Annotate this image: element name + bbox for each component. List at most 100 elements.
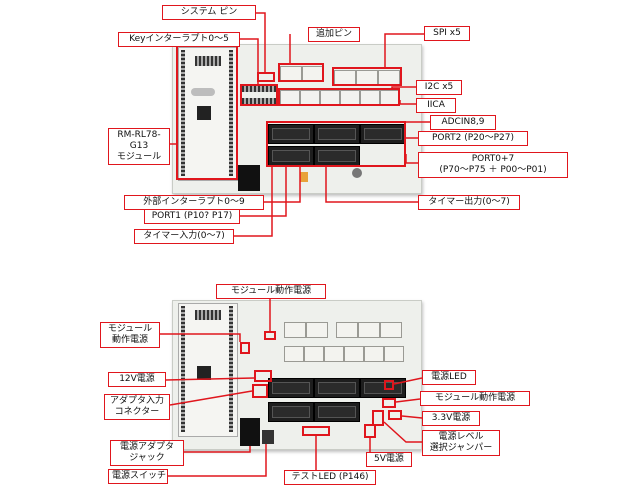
bottom-box-module-power-left bbox=[240, 342, 250, 354]
bottom-box-header-4 bbox=[268, 402, 314, 422]
line-port07 bbox=[405, 154, 418, 164]
label-module-power-left-line2: 動作電源 bbox=[111, 335, 148, 345]
top-module bbox=[178, 47, 238, 181]
label-level-jumper: 電源レベル 選択ジャンパー bbox=[422, 430, 500, 456]
label-spi: SPI x5 bbox=[424, 26, 470, 41]
line-spi bbox=[384, 33, 424, 67]
top-pins-row-2 bbox=[242, 98, 276, 104]
label-port07-line1: PORT0+7 bbox=[471, 154, 515, 164]
top-box-extra-pin bbox=[278, 63, 324, 82]
label-timer-out: タイマー出力(0～7) bbox=[418, 195, 520, 210]
bottom-switch bbox=[262, 430, 274, 444]
top-module-pins bbox=[181, 50, 185, 176]
label-power-led: 電源LED bbox=[422, 370, 476, 385]
bottom-box-5v bbox=[364, 424, 376, 438]
bottom-jst-6 bbox=[284, 346, 304, 362]
label-12v: 12V電源 bbox=[108, 372, 166, 387]
label-i2c: I2C x5 bbox=[416, 80, 462, 95]
top-box-header-1 bbox=[268, 124, 314, 144]
bottom-jst-4 bbox=[358, 322, 380, 338]
bottom-box-adapter-conn bbox=[252, 384, 268, 398]
bottom-box-header-2 bbox=[314, 378, 360, 398]
line-adapter-jack bbox=[184, 446, 251, 453]
label-power-switch: 電源スイッチ bbox=[108, 469, 168, 484]
label-adapter-conn: アダプタ入力 コネクター bbox=[104, 394, 170, 420]
line-level-jumper bbox=[383, 421, 422, 443]
label-system-pin: システム ピン bbox=[162, 5, 256, 20]
label-port1: PORT1 (P10? P17) bbox=[144, 209, 240, 224]
bottom-box-module-power-right bbox=[382, 398, 396, 408]
bottom-box-level-jumper bbox=[372, 410, 384, 426]
top-box-port bbox=[266, 121, 406, 167]
bottom-box-header-1 bbox=[268, 378, 314, 398]
bottom-box-12v bbox=[254, 370, 272, 382]
bottom-module-pins bbox=[181, 306, 185, 432]
line-ext-int bbox=[264, 167, 301, 203]
label-key-interrupt: Keyインターラプト0～5 bbox=[118, 32, 240, 47]
bottom-jst-11 bbox=[384, 346, 404, 362]
line-timer-in bbox=[234, 167, 273, 237]
top-box-header-5 bbox=[314, 146, 360, 166]
bottom-jst-7 bbox=[304, 346, 324, 362]
label-adcin: ADCIN8,9 bbox=[430, 115, 496, 130]
bottom-module-chip bbox=[197, 366, 211, 380]
line-3v3 bbox=[401, 415, 423, 419]
bottom-power-jack bbox=[240, 418, 260, 446]
top-box-header-2 bbox=[314, 124, 360, 144]
label-module-line1: RM-RL78-G13 bbox=[117, 130, 161, 151]
label-module: RM-RL78-G13 モジュール bbox=[108, 128, 170, 165]
bottom-box-test-led bbox=[302, 426, 330, 436]
line-system-pin bbox=[255, 12, 266, 72]
label-3v3: 3.3V電源 bbox=[422, 411, 480, 426]
top-module-pins-right bbox=[229, 50, 233, 176]
bottom-jst-10 bbox=[364, 346, 384, 362]
label-module-power-left-line1: モジュール bbox=[107, 324, 153, 334]
label-module-power-top: モジュール動作電源 bbox=[216, 284, 326, 299]
label-adapter-jack: 電源アダプタ ジャック bbox=[110, 440, 184, 466]
line-port1 bbox=[240, 167, 287, 217]
label-ext-interrupt: 外部インターラプト0～9 bbox=[124, 195, 264, 210]
label-level-jumper-line1: 電源レベル bbox=[438, 432, 484, 442]
label-module-line2: モジュール bbox=[116, 152, 162, 162]
line-module-power-left bbox=[160, 333, 241, 342]
line-iica bbox=[399, 100, 416, 105]
top-orange-part bbox=[300, 172, 308, 182]
line-i2c bbox=[391, 86, 416, 88]
line-timer-out bbox=[325, 167, 418, 203]
bottom-jst-1 bbox=[284, 322, 306, 338]
label-extra-pin: 追加ピン bbox=[308, 27, 360, 42]
label-iica: IICA bbox=[416, 98, 456, 113]
label-adapter-conn-line1: アダプタ入力 bbox=[109, 396, 164, 406]
label-timer-in: タイマー入力(0～7) bbox=[134, 229, 234, 244]
bottom-module-jtag bbox=[195, 310, 221, 320]
bottom-jst-9 bbox=[344, 346, 364, 362]
label-adapter-jack-line2: ジャック bbox=[129, 453, 165, 463]
bottom-module-pins-right bbox=[229, 306, 233, 432]
label-port2: PORT2 (P20～P27) bbox=[418, 131, 528, 146]
label-5v: 5V電源 bbox=[366, 452, 412, 467]
label-module-power-left: モジュール 動作電源 bbox=[100, 322, 160, 348]
bottom-module bbox=[178, 303, 238, 437]
line-switch bbox=[168, 444, 267, 477]
top-box-i2c bbox=[278, 88, 400, 106]
bottom-jst-5 bbox=[380, 322, 402, 338]
label-port07: PORT0+7 (P70～P75 ＋ P00～P01) bbox=[418, 152, 568, 178]
label-adapter-jack-line1: 電源アダプタ bbox=[119, 442, 174, 452]
top-grey-part bbox=[352, 168, 362, 178]
top-box-key-int bbox=[240, 84, 278, 106]
top-pins-row-1 bbox=[242, 86, 276, 92]
top-module-crystal bbox=[191, 88, 215, 96]
bottom-box-module-power-top bbox=[264, 331, 276, 340]
label-port07-line2: (P70～P75 ＋ P00～P01) bbox=[439, 165, 547, 175]
label-level-jumper-line2: 選択ジャンパー bbox=[429, 443, 493, 453]
line-12v bbox=[165, 377, 255, 381]
line-key-int bbox=[240, 38, 259, 84]
bottom-jst-2 bbox=[306, 322, 328, 338]
top-box-header-4 bbox=[268, 146, 314, 166]
bottom-jst-8 bbox=[324, 346, 344, 362]
line-module-power-right bbox=[395, 398, 421, 403]
top-power-jack bbox=[238, 165, 260, 191]
label-test-led: テストLED (P146) bbox=[284, 470, 376, 485]
